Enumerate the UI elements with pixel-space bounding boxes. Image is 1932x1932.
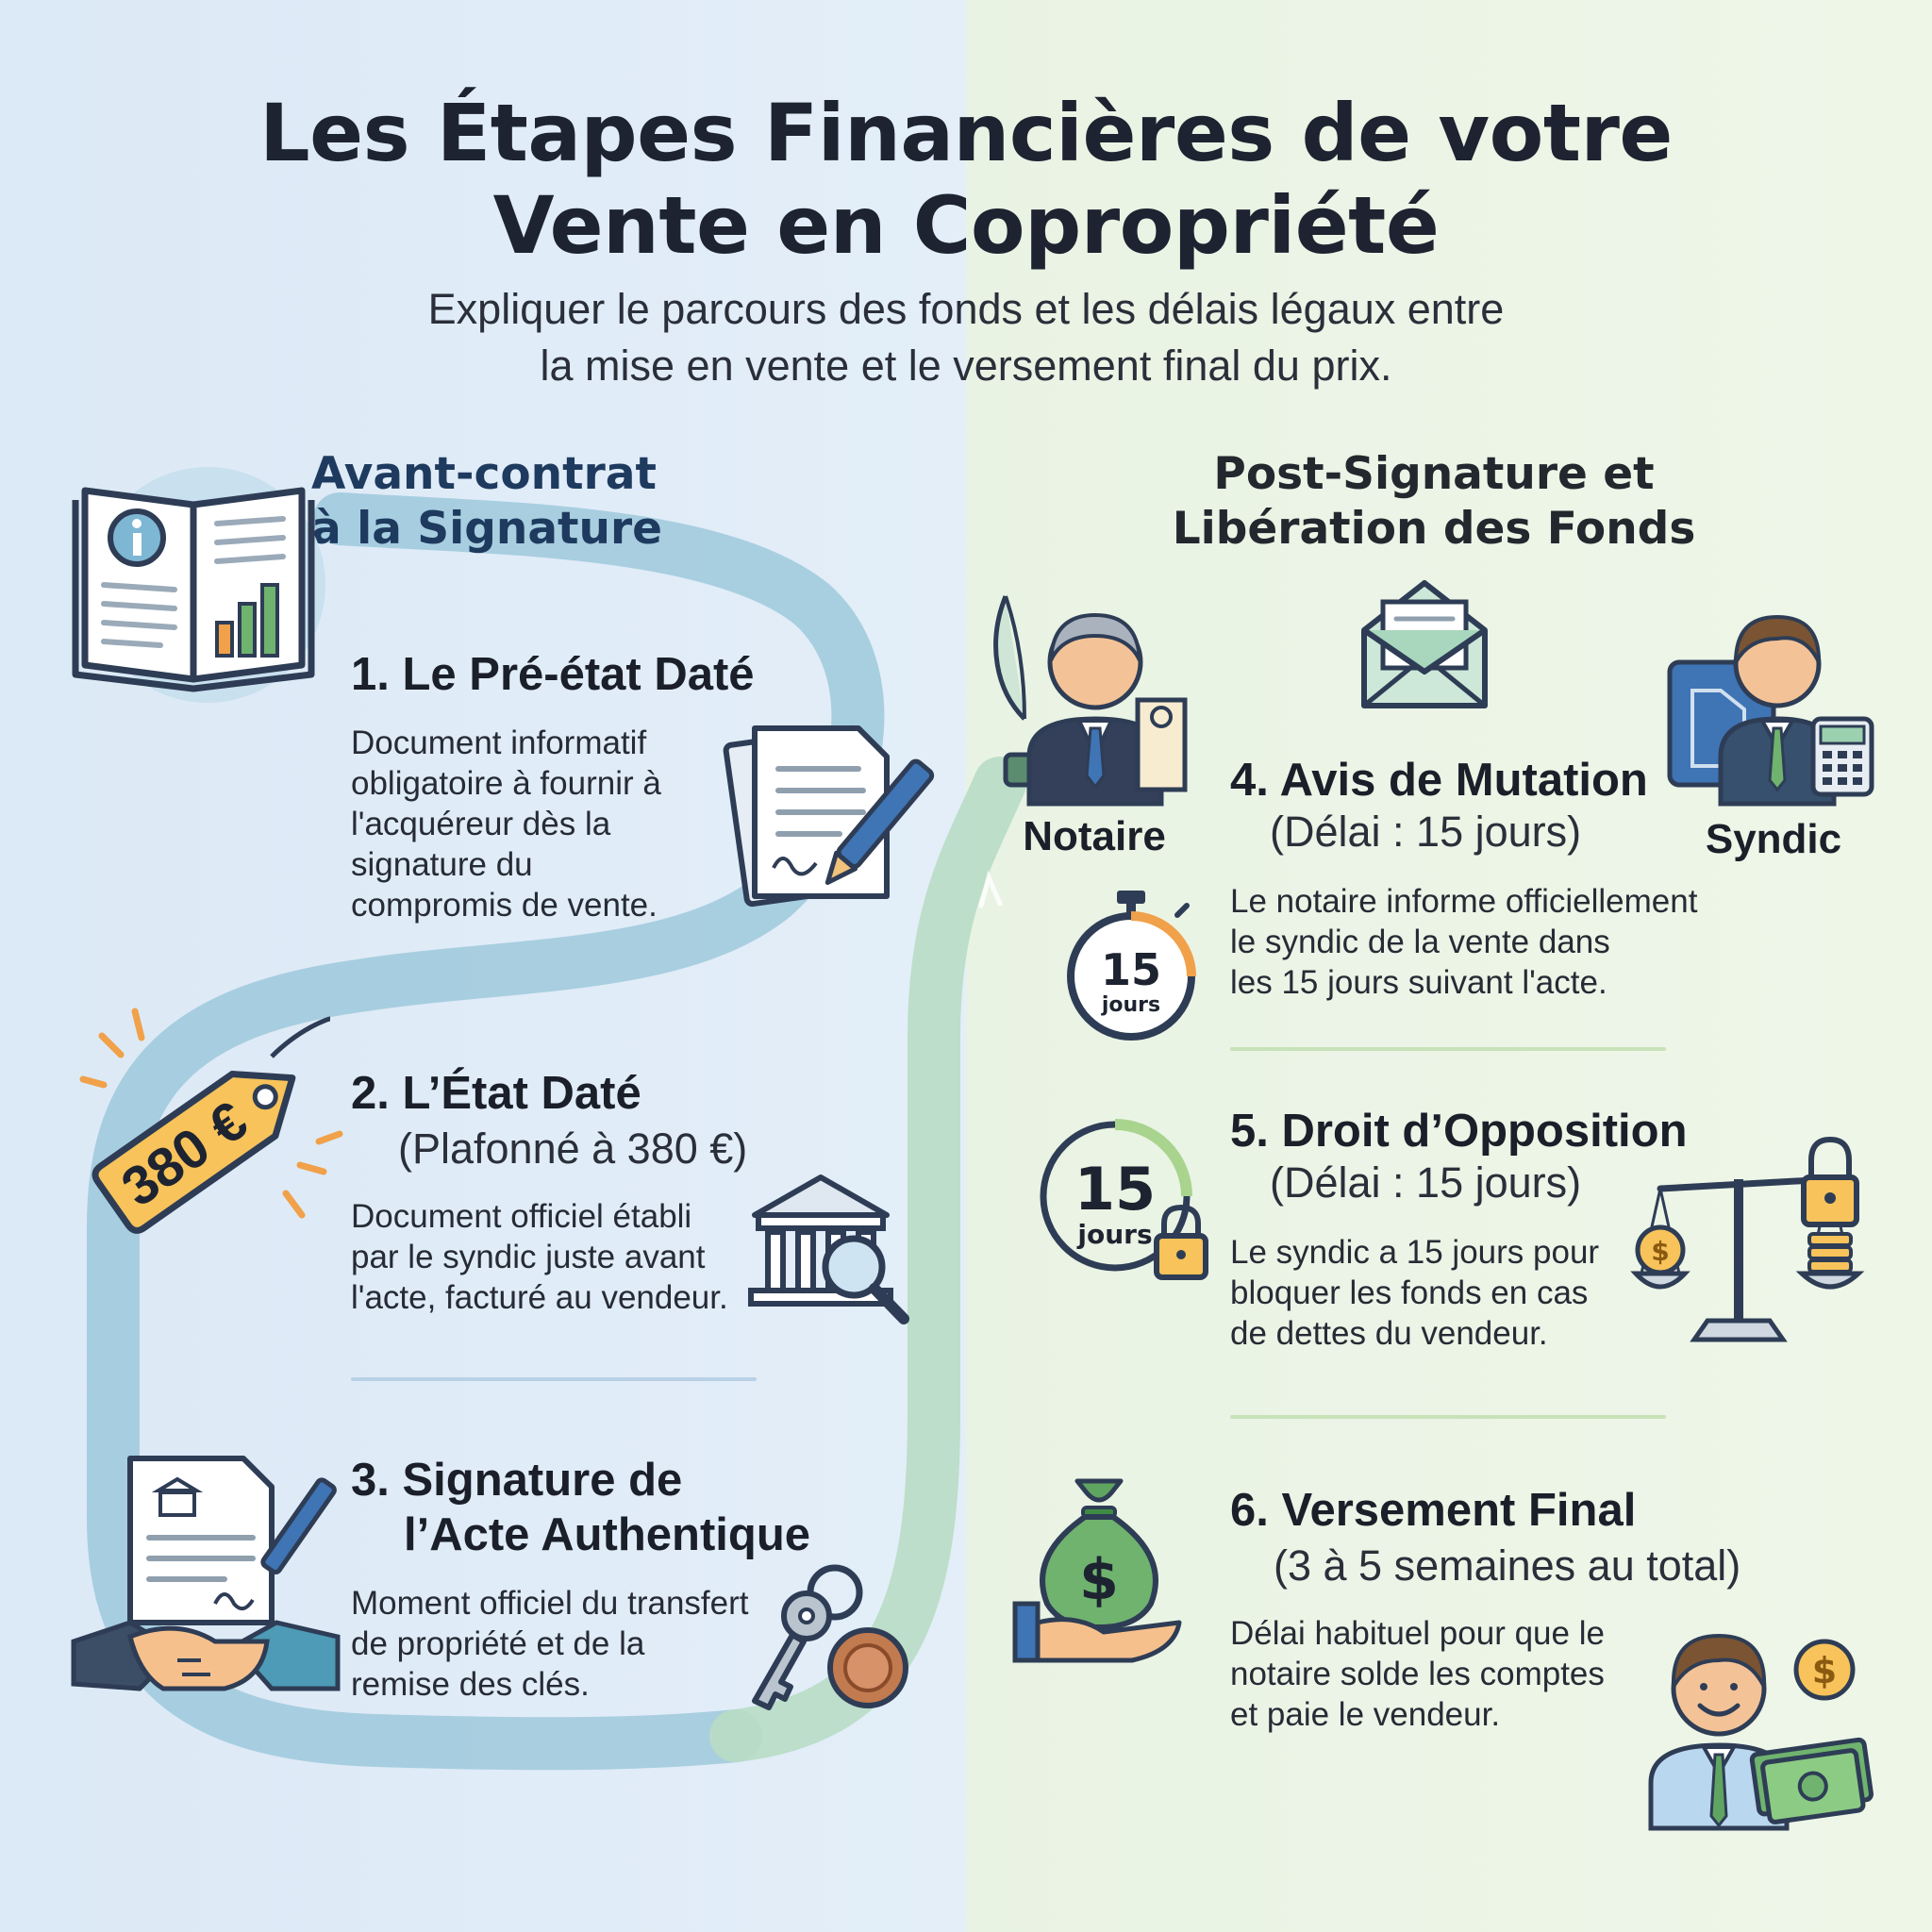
right-divider-1 (1230, 1047, 1666, 1051)
happy-seller-cash-icon: $ (1648, 1633, 1874, 1831)
envelope-icon (1361, 580, 1488, 708)
role-notary: Notaire (1023, 813, 1166, 859)
syndic-avatar-icon (1667, 614, 1874, 807)
svg-text:$: $ (1651, 1236, 1669, 1267)
step-3-title: 3. Signature de l’Acte Authentique (351, 1455, 811, 1560)
timer-2-number: 15 (1074, 1155, 1156, 1224)
step-1-title: 1. Le Pré-état Daté (351, 649, 755, 700)
step-2-title: 2. L’État Daté (351, 1068, 641, 1119)
signed-document-pen-icon (723, 724, 935, 908)
right-divider-2 (1230, 1415, 1666, 1419)
timer-lock-icon: 15 jours (1040, 1119, 1208, 1280)
step-6-title: 6. Versement Final (1230, 1485, 1637, 1536)
path-arrow (978, 870, 1003, 908)
page-subtitle: Expliquer le parcours des fonds et les d… (427, 285, 1505, 390)
price-tag-icon: 380 € (79, 1008, 343, 1234)
svg-text:$: $ (1812, 1650, 1837, 1691)
section-heading-left: Avant-contrat à la Signature (311, 448, 663, 555)
stopwatch-icon: 15 jours (1067, 891, 1196, 1041)
scale-lock-icon: $ (1630, 1136, 1865, 1342)
timer-2-unit: jours (1076, 1219, 1152, 1250)
timer-1-unit: jours (1101, 993, 1160, 1017)
step-2-subtitle: (Plafonné à 380 €) (398, 1124, 748, 1173)
page-title: Les Étapes Financières de votre Vente en… (259, 87, 1673, 272)
section-heading-right: Post-Signature et Libération des Fonds (1172, 448, 1696, 555)
svg-text:$: $ (1079, 1547, 1119, 1613)
notary-avatar-icon (993, 595, 1188, 807)
step-5-subtitle: (Délai : 15 jours) (1270, 1158, 1582, 1207)
step-4-subtitle: (Délai : 15 jours) (1270, 808, 1582, 856)
blue-path (87, 492, 885, 1771)
timer-1-number: 15 (1101, 944, 1161, 995)
handshake-contract-icon (71, 1456, 341, 1691)
step-5-title: 5. Droit d’Opposition (1230, 1106, 1688, 1157)
step-4-title: 4. Avis de Mutation (1230, 755, 1648, 806)
money-bag-hand-icon: $ (1012, 1478, 1182, 1663)
step-6-subtitle: (3 à 5 semaines au total) (1274, 1541, 1741, 1590)
bank-magnifier-icon (748, 1174, 909, 1324)
keys-seal-icon (752, 1564, 908, 1710)
left-divider (351, 1377, 757, 1381)
open-booklet-info-icon (72, 467, 325, 703)
role-syndic: Syndic (1705, 816, 1842, 862)
